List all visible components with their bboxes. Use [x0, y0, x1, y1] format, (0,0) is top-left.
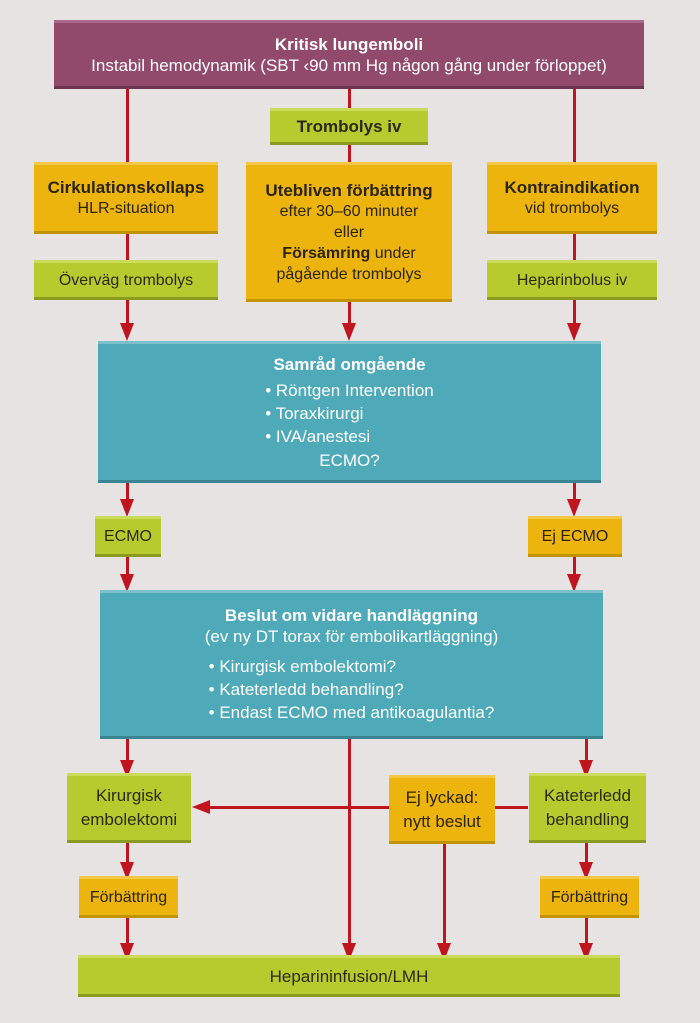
connector	[494, 806, 528, 809]
arrow-down-icon	[120, 499, 134, 517]
ecmo-box: ECMO	[95, 516, 161, 557]
thrombolysis-label: Trombolys iv	[296, 117, 402, 136]
worsening-rest: under	[370, 244, 416, 262]
connector	[585, 737, 588, 767]
arrow-down-icon	[342, 323, 356, 341]
heparin-bolus-label: Heparinbolus iv	[516, 271, 628, 289]
connector	[573, 298, 576, 328]
heparin-bolus-box: Heparinbolus iv	[487, 260, 657, 300]
no-improvement-box: Utebliven förbättring efter 30–60 minute…	[246, 162, 452, 302]
consult-item: • Toraxkirurgi	[265, 403, 364, 423]
arrow-left-icon	[192, 800, 210, 814]
worsening-line: Försämring under	[282, 243, 415, 264]
connector	[126, 232, 129, 262]
no-improvement-title: Utebliven förbättring	[265, 180, 433, 200]
catheter-l1: Kateterledd	[544, 786, 631, 805]
connector	[585, 917, 588, 957]
surgical-embolectomy-l1: Kirurgisk	[95, 786, 163, 805]
improvement-left-label: Förbättring	[89, 888, 168, 906]
connector	[573, 88, 576, 162]
no-ecmo-box: Ej ECMO	[528, 516, 622, 557]
connector	[348, 737, 351, 957]
consult-title: Samråd omgående	[273, 354, 426, 374]
connector	[126, 88, 129, 162]
consult-footer: ECMO?	[319, 450, 380, 470]
circulatory-collapse-title: Cirkulationskollaps	[47, 178, 205, 197]
worsening-line2: pågående trombolys	[276, 265, 422, 283]
failed-l2: nytt beslut	[403, 811, 481, 831]
critical-pe-box: Kritisk lungemboli Instabil hemodynamik …	[54, 20, 644, 89]
arrow-down-icon	[567, 323, 581, 341]
no-improvement-time: efter 30–60 minuter	[279, 202, 419, 220]
connector	[348, 143, 351, 162]
ecmo-label: ECMO	[104, 528, 152, 545]
contraindication-sub: vid trombolys	[524, 200, 620, 217]
connector	[126, 298, 129, 328]
consider-thrombolysis-box: Överväg trombolys	[34, 260, 218, 300]
decision-title: Beslut om vidare handläggning	[224, 606, 479, 625]
failed-l1: Ej lyckad:	[405, 787, 479, 807]
connector	[126, 917, 129, 957]
circulatory-collapse-sub: HLR-situation	[77, 200, 175, 217]
failed-new-decision-box: Ej lyckad: nytt beslut	[389, 775, 495, 844]
decision-item: • Endast ECMO med antikoagulantia?	[208, 703, 495, 722]
or-label: eller	[333, 223, 365, 241]
arrow-down-icon	[120, 323, 134, 341]
improvement-right-label: Förbättring	[550, 888, 629, 906]
thrombolysis-box: Trombolys iv	[270, 108, 428, 145]
connector	[348, 88, 351, 108]
consult-item: • Röntgen Intervention	[265, 380, 434, 400]
consult-list: • Röntgen Intervention • Toraxkirurgi • …	[265, 379, 434, 448]
decision-item: • Kirurgisk embolektomi?	[208, 657, 397, 676]
connector	[126, 842, 129, 872]
arrow-down-icon	[567, 574, 581, 592]
worsening-bold: Försämring	[282, 244, 371, 262]
no-ecmo-label: Ej ECMO	[541, 528, 609, 545]
arrow-down-icon	[120, 574, 134, 592]
connector	[200, 806, 390, 809]
catheter-treatment-box: Kateterledd behandling	[529, 773, 646, 843]
decision-subtitle: (ev ny DT torax för embolikartläggning)	[204, 627, 499, 646]
connector	[573, 555, 576, 579]
heparin-infusion-label: Heparininfusion/LMH	[269, 966, 429, 986]
connector	[126, 555, 129, 579]
arrow-down-icon	[120, 862, 134, 880]
circulatory-collapse-box: Cirkulationskollaps HLR-situation	[34, 162, 218, 234]
heparin-infusion-box: Heparininfusion/LMH	[78, 955, 620, 997]
connector	[443, 843, 446, 957]
critical-pe-title: Kritisk lungemboli	[274, 34, 424, 54]
arrow-down-icon	[567, 499, 581, 517]
consult-item: • IVA/anestesi	[265, 426, 371, 446]
contraindication-title: Kontraindikation	[504, 178, 640, 197]
surgical-embolectomy-l2: embolektomi	[80, 810, 178, 829]
decision-box: Beslut om vidare handläggning (ev ny DT …	[100, 590, 603, 739]
connector	[348, 300, 351, 328]
improvement-right-box: Förbättring	[540, 876, 639, 918]
connector	[573, 232, 576, 262]
decision-list: • Kirurgisk embolektomi? • Kateterledd b…	[209, 655, 495, 724]
catheter-l2: behandling	[545, 810, 630, 829]
connector	[585, 842, 588, 872]
connector	[126, 481, 129, 505]
connector	[126, 737, 129, 767]
critical-pe-subtitle: Instabil hemodynamik (SBT ‹90 mm Hg någo…	[91, 55, 607, 75]
surgical-embolectomy-box: Kirurgisk embolektomi	[67, 773, 191, 843]
connector	[573, 481, 576, 505]
consult-box: Samråd omgående • Röntgen Intervention •…	[98, 341, 601, 483]
decision-item: • Kateterledd behandling?	[208, 680, 404, 699]
contraindication-box: Kontraindikation vid trombolys	[487, 162, 657, 234]
arrow-down-icon	[579, 862, 593, 880]
consider-thrombolysis-label: Överväg trombolys	[58, 271, 194, 289]
improvement-left-box: Förbättring	[79, 876, 178, 918]
